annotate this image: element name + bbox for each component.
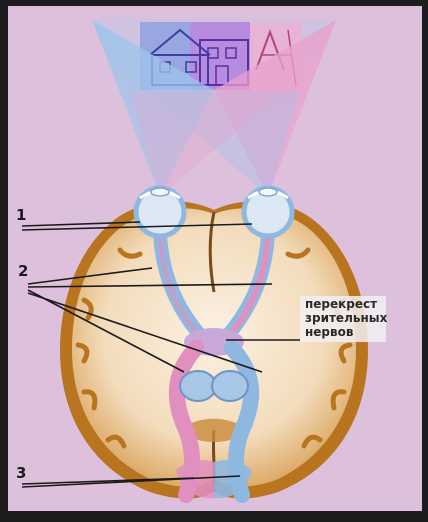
label-1: 1 <box>16 208 26 223</box>
chiasm-label-line1: перекрест <box>305 298 377 311</box>
label-2: 2 <box>18 264 28 279</box>
label-3: 3 <box>16 466 26 481</box>
chiasm-label-line3: нервов <box>305 326 353 339</box>
chiasm-label-line2: зрительных <box>305 312 387 325</box>
